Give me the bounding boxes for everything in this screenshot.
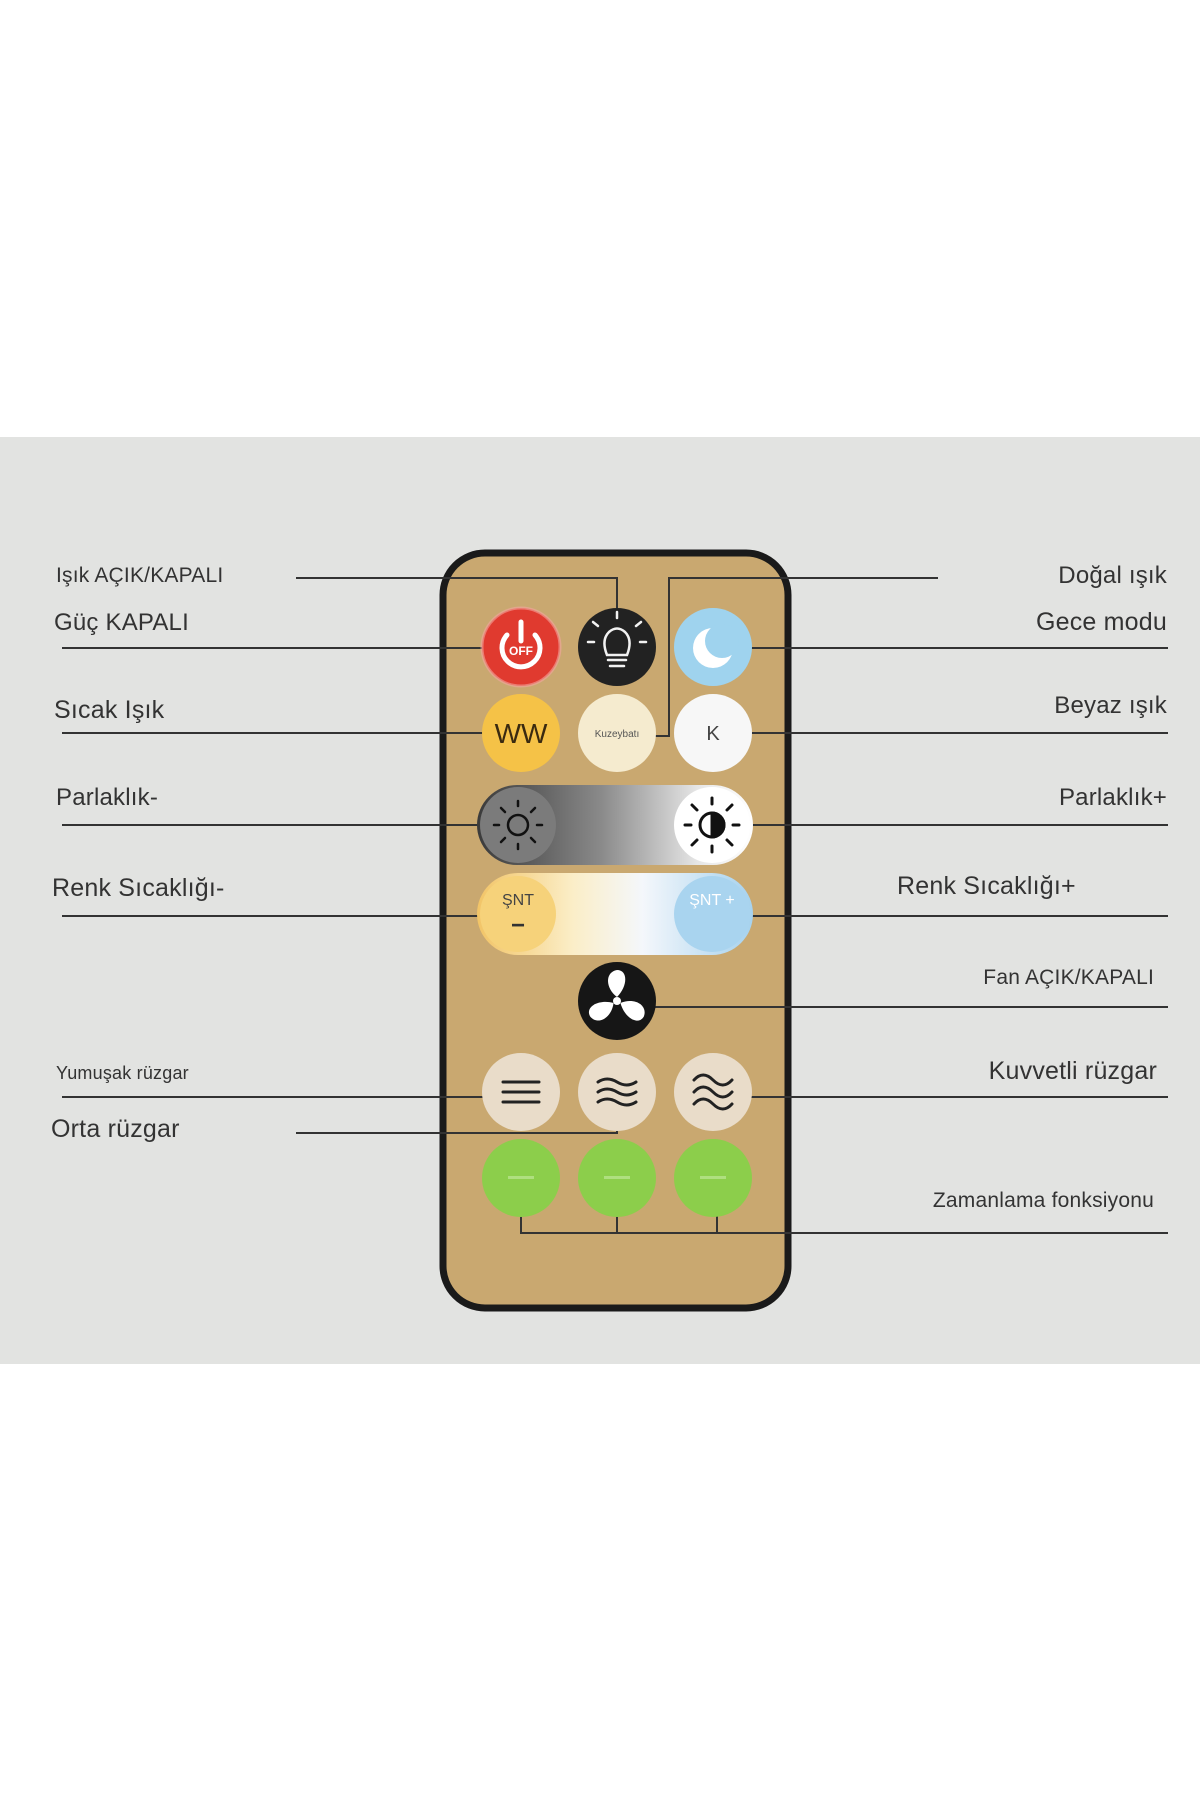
fan-icon bbox=[588, 970, 645, 1021]
brightness-minus-button[interactable] bbox=[480, 787, 556, 863]
bulb-icon bbox=[586, 610, 648, 668]
wind-medium-button[interactable] bbox=[578, 1053, 656, 1131]
label-power-off: Güç KAPALI bbox=[54, 609, 189, 636]
label-warm-light: Sıcak Işık bbox=[54, 696, 165, 724]
wind-strong-icon bbox=[692, 1073, 734, 1111]
label-night-mode: Gece modu bbox=[1035, 608, 1167, 636]
moon-icon bbox=[693, 624, 739, 668]
label-strong-wind: Kuvvetli rüzgar bbox=[988, 1057, 1157, 1085]
snt-minus-top-label: ŞNT bbox=[502, 892, 534, 909]
label-brightness-plus: Parlaklık+ bbox=[1058, 784, 1167, 811]
snt-minus-sign: − bbox=[511, 912, 525, 939]
night-mode-button[interactable] bbox=[674, 608, 752, 686]
label-white-light: Beyaz ışık bbox=[1054, 692, 1167, 719]
timer-button-1[interactable] bbox=[482, 1139, 560, 1217]
label-fan-on-off: Fan AÇIK/KAPALI bbox=[983, 966, 1154, 989]
wind-strong-button[interactable] bbox=[674, 1053, 752, 1131]
sun-bright-icon bbox=[683, 796, 741, 854]
label-natural-light: Doğal ışık bbox=[1058, 562, 1167, 589]
sun-dim-icon bbox=[492, 799, 544, 851]
leader-lines bbox=[62, 577, 1168, 1234]
power-button[interactable]: OFF bbox=[480, 606, 562, 688]
k-label: K bbox=[706, 723, 720, 745]
warm-light-button[interactable]: WW bbox=[482, 694, 560, 772]
timer-button-2[interactable] bbox=[578, 1139, 656, 1217]
power-off-label: OFF bbox=[509, 644, 533, 658]
natural-light-button[interactable]: Kuzeybatı bbox=[578, 694, 656, 772]
label-light-on-off: Işık AÇIK/KAPALI bbox=[56, 564, 224, 587]
ww-label: WW bbox=[495, 718, 548, 749]
label-color-temp-plus: Renk Sıcaklığı+ bbox=[897, 872, 1076, 900]
white-light-button[interactable]: K bbox=[674, 694, 752, 772]
label-medium-wind: Orta rüzgar bbox=[51, 1115, 180, 1143]
label-soft-wind: Yumuşak rüzgar bbox=[56, 1063, 189, 1083]
snt-plus-label: ŞNT + bbox=[689, 892, 735, 909]
color-temp-plus-button[interactable]: ŞNT + bbox=[674, 876, 750, 952]
label-timer-function: Zamanlama fonksiyonu bbox=[932, 1189, 1154, 1212]
label-brightness-minus: Parlaklık- bbox=[56, 784, 159, 811]
timer-button-3[interactable] bbox=[674, 1139, 752, 1217]
wind-medium-icon bbox=[596, 1077, 638, 1107]
kuzeybati-label: Kuzeybatı bbox=[595, 729, 639, 740]
color-temp-minus-button[interactable]: ŞNT − bbox=[480, 876, 556, 952]
wind-soft-button[interactable] bbox=[482, 1053, 560, 1131]
wind-soft-icon bbox=[501, 1080, 541, 1104]
fan-toggle-button[interactable] bbox=[578, 962, 656, 1040]
power-icon bbox=[499, 619, 543, 670]
light-toggle-button[interactable] bbox=[578, 608, 656, 686]
brightness-plus-button[interactable] bbox=[674, 787, 750, 863]
label-color-temp-minus: Renk Sıcaklığı- bbox=[52, 874, 225, 902]
